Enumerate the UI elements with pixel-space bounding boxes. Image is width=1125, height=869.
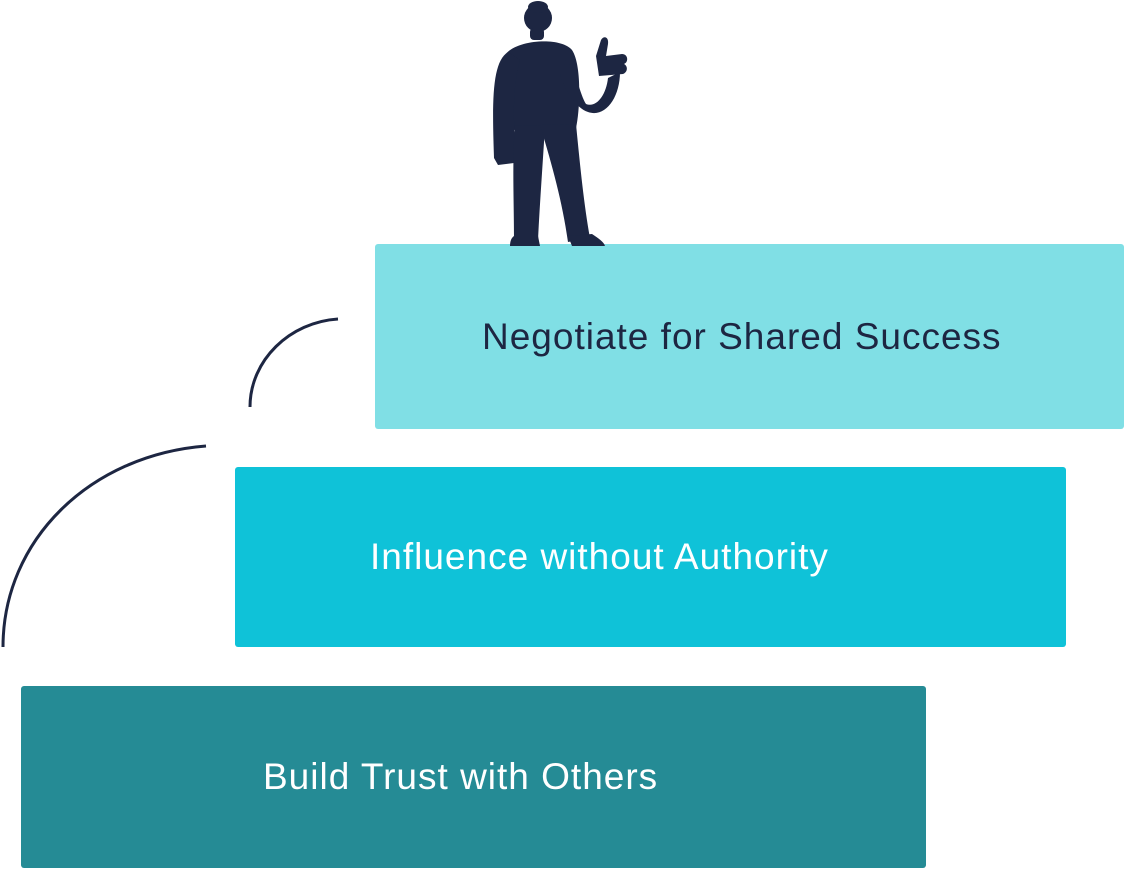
step-build-trust: Build Trust with Others (21, 686, 926, 868)
connector-arc-upper (248, 317, 339, 408)
step-influence: Influence without Authority (235, 467, 1066, 647)
connector-arc-lower (1, 444, 207, 648)
step-label-influence: Influence without Authority (370, 536, 829, 577)
step-negotiate: Negotiate for Shared Success (375, 244, 1124, 429)
step-label-negotiate: Negotiate for Shared Success (482, 315, 1002, 357)
step-label-build-trust: Build Trust with Others (263, 756, 659, 797)
